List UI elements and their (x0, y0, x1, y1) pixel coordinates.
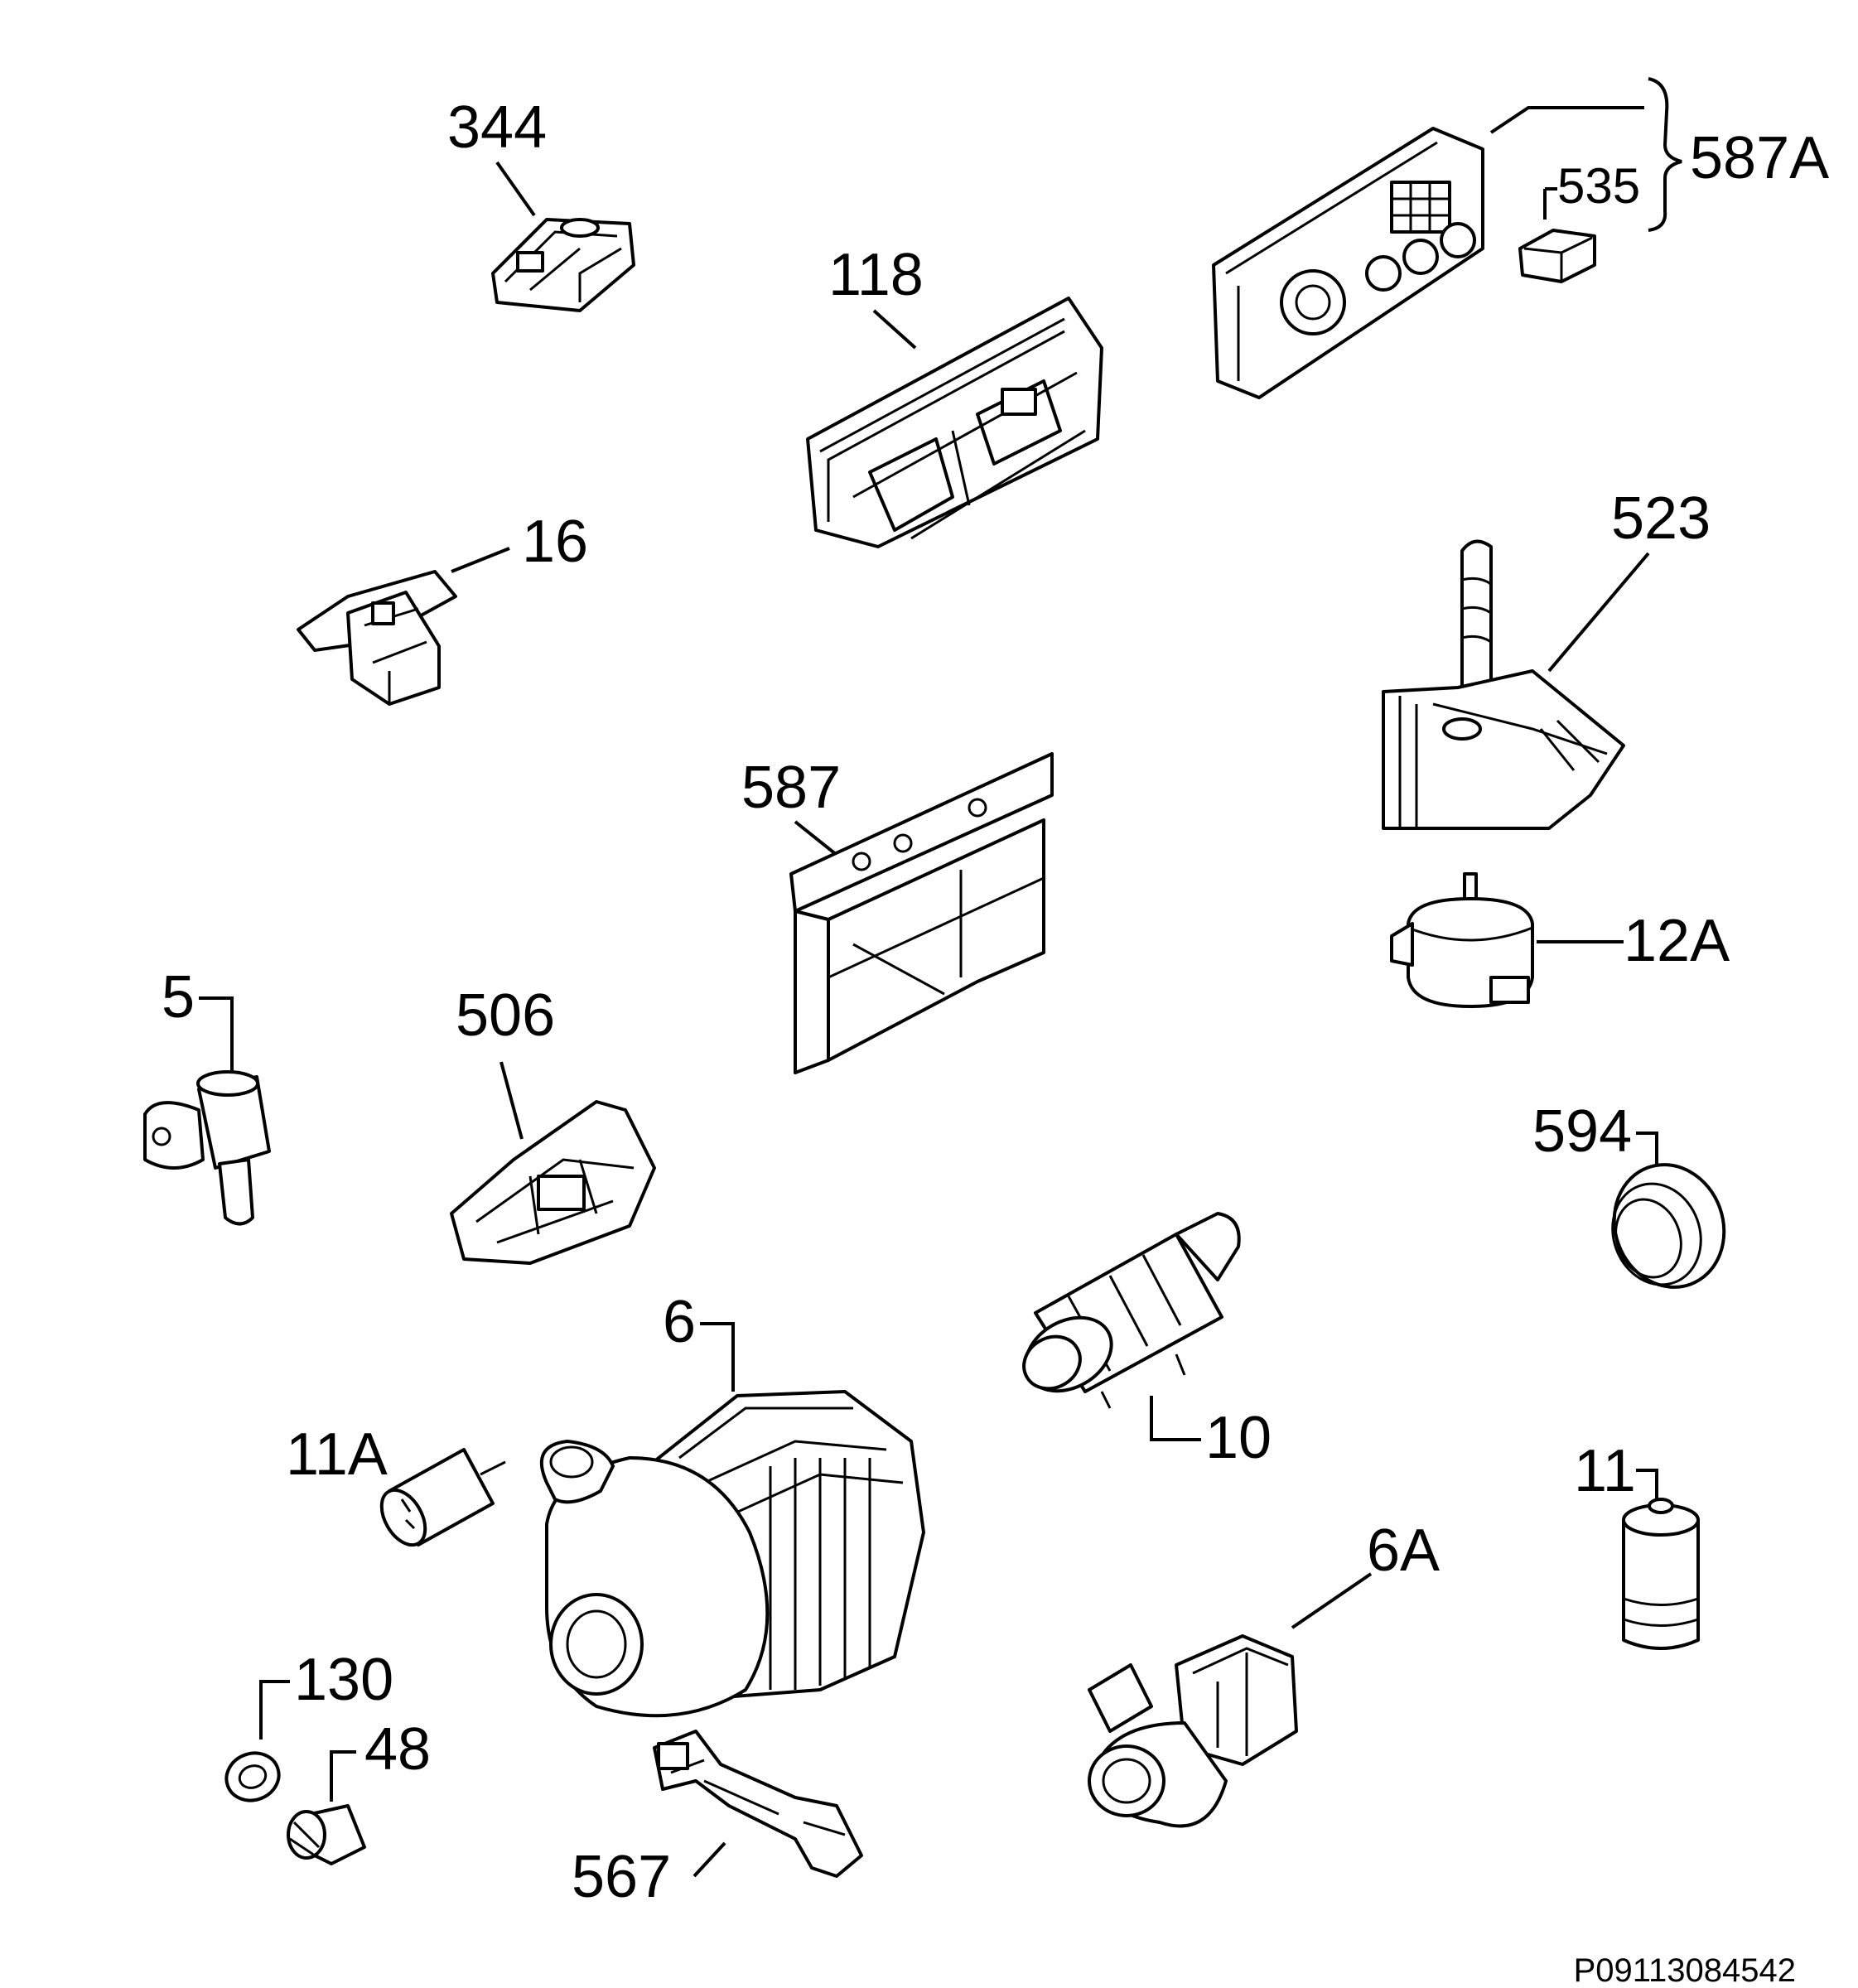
leader-587A (1489, 106, 1644, 134)
label-6: 6 (663, 1289, 696, 1355)
leader-344 (495, 161, 536, 217)
label-130: 130 (294, 1647, 393, 1713)
part-130[interactable]: 130 (220, 1647, 393, 1807)
leader-48 (330, 1750, 356, 1802)
label-11: 11 (1574, 1438, 1636, 1504)
drawing-code: P09113084542 (1574, 1952, 1796, 1988)
label-535: 535 (1557, 158, 1640, 214)
part-6[interactable]: 6 (539, 1289, 925, 1718)
leader-506 (499, 1061, 524, 1140)
part-506[interactable]: 506 (450, 982, 656, 1265)
part-6A[interactable]: 6A (1088, 1518, 1440, 1828)
label-506: 506 (456, 982, 555, 1049)
leader-6 (700, 1322, 735, 1392)
label-118: 118 (828, 242, 924, 308)
part-587A[interactable]: 587A (1212, 77, 1829, 399)
label-12A: 12A (1624, 908, 1730, 974)
leader-16 (451, 547, 510, 573)
leader-594 (1636, 1132, 1658, 1168)
label-523: 523 (1611, 485, 1711, 552)
label-11A: 11A (286, 1421, 388, 1488)
part-535[interactable]: 535 (1518, 158, 1640, 283)
label-48: 48 (364, 1716, 431, 1783)
leader-118 (872, 309, 917, 350)
part-16[interactable]: 16 (297, 509, 588, 706)
label-16: 16 (522, 509, 588, 575)
part-5[interactable]: 5 (143, 964, 271, 1226)
part-118[interactable]: 118 (806, 242, 1103, 548)
label-5: 5 (162, 964, 195, 1030)
leader-10 (1150, 1396, 1201, 1441)
label-6A: 6A (1367, 1518, 1440, 1584)
part-594[interactable]: 594 (1532, 1098, 1741, 1303)
part-10[interactable]: 10 (1012, 1212, 1272, 1471)
label-594: 594 (1532, 1098, 1632, 1165)
label-587A: 587A (1690, 125, 1829, 191)
leader-6A (1291, 1572, 1373, 1629)
leader-567 (693, 1841, 726, 1878)
label-587: 587 (741, 755, 841, 821)
leader-5 (199, 996, 234, 1073)
part-587[interactable]: 587 (741, 752, 1054, 1074)
part-567[interactable]: 567 (572, 1730, 863, 1910)
label-10: 10 (1205, 1405, 1272, 1471)
part-12A[interactable]: 12A (1390, 872, 1730, 1008)
leader-11 (1636, 1469, 1658, 1499)
leader-130 (259, 1680, 290, 1740)
part-344[interactable]: 344 (447, 94, 635, 312)
label-344: 344 (447, 94, 547, 161)
part-48[interactable]: 48 (287, 1716, 431, 1865)
part-11[interactable]: 11 (1574, 1438, 1700, 1650)
leader-523 (1547, 552, 1650, 673)
label-567: 567 (572, 1844, 671, 1910)
part-11A[interactable]: 11A (286, 1421, 506, 1552)
brace-587A (1648, 77, 1682, 232)
part-523[interactable]: 523 (1382, 485, 1711, 830)
